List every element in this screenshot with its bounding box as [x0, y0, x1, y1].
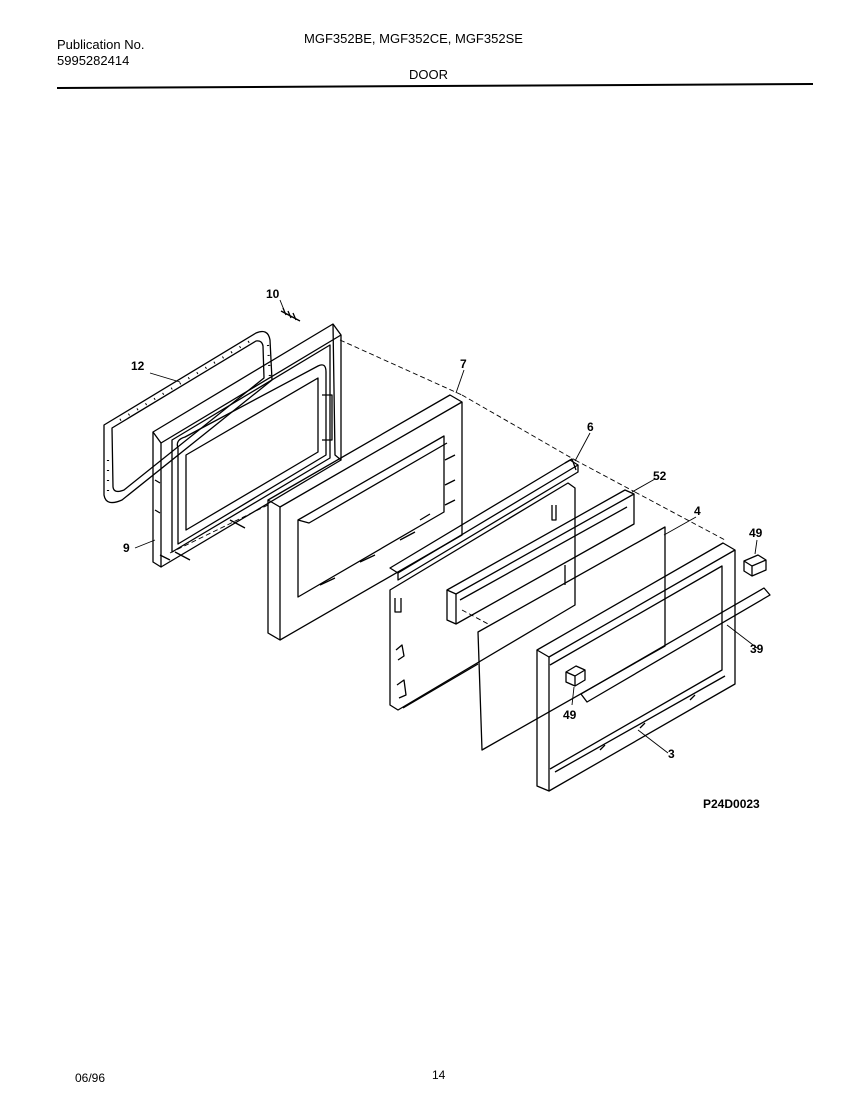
channel-part-52 — [446, 489, 635, 625]
channel-part-6 — [389, 458, 579, 581]
model-numbers: MGF352BE, MGF352CE, MGF352SE — [304, 31, 523, 46]
drawing-code: P24D0023 — [703, 797, 760, 811]
assembly-lines — [169, 339, 726, 626]
part-4-label: 4 — [694, 504, 701, 518]
publication-number: 5995282414 — [57, 53, 130, 68]
part-49-label-lower: 49 — [563, 708, 577, 722]
page-number: 14 — [432, 1068, 446, 1082]
inner-door-liner-part-9 — [152, 323, 342, 568]
part-9-label: 9 — [123, 541, 130, 555]
part-39-label: 39 — [750, 642, 764, 656]
part-52-label: 52 — [653, 469, 667, 483]
handle-part-39 — [580, 587, 771, 703]
leader-lines — [134, 299, 758, 754]
part-7-label: 7 — [460, 357, 467, 371]
inner-panel — [389, 482, 576, 711]
outer-frame — [536, 542, 736, 792]
end-cap-part-49-top — [743, 554, 767, 577]
footer-date: 06/96 — [75, 1071, 106, 1085]
end-cap-part-49-lower — [565, 665, 586, 687]
part-49-label-top: 49 — [749, 526, 763, 540]
publication-label: Publication No. — [57, 37, 145, 52]
part-10-label: 10 — [266, 287, 280, 301]
section-title: DOOR — [409, 67, 448, 82]
gasket-part-12 — [103, 330, 273, 504]
part-6-label: 6 — [587, 420, 594, 434]
outer-door-panel-part-7 — [267, 394, 463, 641]
part-3-label: 3 — [668, 747, 675, 761]
part-12-label: 12 — [131, 359, 145, 373]
